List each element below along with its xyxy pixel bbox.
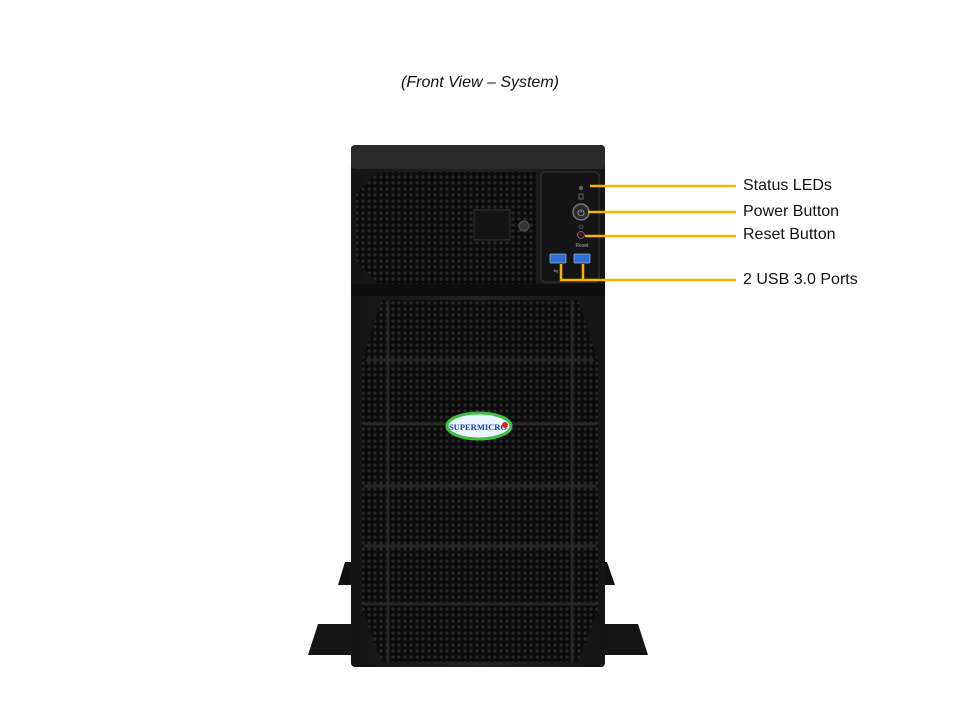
- reset-symbol-icon: ⏻: [579, 224, 584, 231]
- reset-label: Reset: [575, 243, 589, 249]
- lower-bezel-vent: [362, 300, 598, 662]
- callout-line-usb-ports: [559, 264, 736, 282]
- brand-logo: SUPERMICRO: [445, 411, 513, 441]
- usb-port[interactable]: [573, 253, 591, 264]
- usb-icon: ⇋: [553, 268, 558, 275]
- usb-port[interactable]: [549, 253, 567, 264]
- brand-logo-text: SUPERMICRO: [449, 422, 507, 432]
- front-control-panel: ⏻ ⏻ Reset ⇋: [540, 171, 600, 283]
- drive-led-icon: [578, 193, 584, 200]
- top-bezel-vent: [356, 172, 536, 284]
- power-glyph-icon: ⏻: [577, 208, 584, 219]
- callout-label-power-button: Power Button: [743, 203, 840, 220]
- reset-button[interactable]: [577, 231, 585, 239]
- callout-label-reset-button: Reset Button: [743, 226, 836, 243]
- figure-caption: (Front View – System): [401, 74, 559, 91]
- callout-label-usb-ports: 2 USB 3.0 Ports: [743, 271, 858, 288]
- callout-lines: [559, 184, 736, 282]
- callout-label-status-leds: Status LEDs: [743, 177, 832, 194]
- status-led-icon: [578, 185, 584, 191]
- chassis-feet: [308, 562, 648, 655]
